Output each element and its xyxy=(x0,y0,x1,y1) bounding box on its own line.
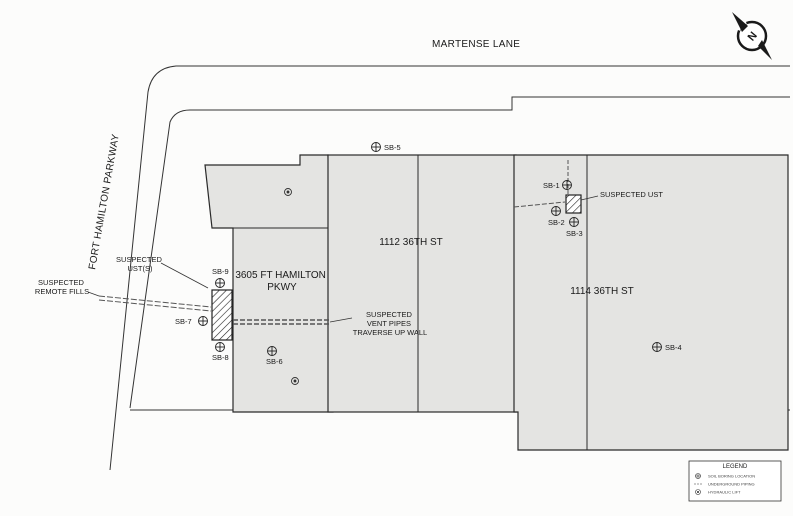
legend-lift-icon xyxy=(695,489,701,495)
soil-boring-icon-sb3 xyxy=(569,217,579,227)
label-sb9: SB-9 xyxy=(212,267,229,276)
annotation-vent-line1: SUSPECTED xyxy=(366,310,412,319)
hydraulic-lifts xyxy=(284,188,299,385)
soil-boring-icon-sb5 xyxy=(371,142,381,152)
boring-labels: SB-5 SB-1 SB-2 SB-3 SB-4 SB-6 SB-7 SB-8 … xyxy=(175,143,682,366)
parcel-3605-line1: 3605 FT HAMILTON xyxy=(235,270,326,281)
leader-lines xyxy=(87,195,599,323)
label-sb7: SB-7 xyxy=(175,317,192,326)
hydraulic-lift-icon xyxy=(284,188,292,196)
label-sb3: SB-3 xyxy=(566,229,583,238)
annotation-remote-fills: SUSPECTED REMOTE FILLS xyxy=(35,278,89,296)
label-sb8: SB-8 xyxy=(212,353,229,362)
annotation-vent-line3: TRAVERSE UP WALL xyxy=(353,328,427,337)
legend-item-piping: UNDERGROUND PIPING xyxy=(708,482,755,487)
parcel-label-1112: 1112 36TH ST xyxy=(379,237,443,248)
building-1114-36th-st xyxy=(513,154,789,451)
soil-boring-icon-sb1 xyxy=(562,180,572,190)
soil-boring-icon-sb7 xyxy=(198,316,208,326)
annotation-suspected-ust: SUSPECTED UST xyxy=(600,190,663,199)
annotation-vent-pipes: SUSPECTED VENT PIPES TRAVERSE UP WALL xyxy=(353,310,427,337)
label-sb1: SB-1 xyxy=(543,181,560,190)
label-sb6: SB-6 xyxy=(266,357,283,366)
legend-title: LEGEND xyxy=(723,464,748,470)
annotation-remote-fills-line1: SUSPECTED xyxy=(38,278,84,287)
soil-boring-icon-sb6 xyxy=(267,346,277,356)
annotation-remote-fills-line2: REMOTE FILLS xyxy=(35,287,89,296)
legend-item-lift: HYDRAULIC LIFT xyxy=(708,490,741,495)
buildings xyxy=(204,154,789,451)
label-sb2: SB-2 xyxy=(548,218,565,227)
suspected-ust-west xyxy=(211,289,233,341)
label-sb4: SB-4 xyxy=(665,343,682,352)
parcel-3605-line2: PKWY xyxy=(267,282,297,293)
annotation-usts-line2: UST(S) xyxy=(128,264,154,273)
soil-boring-icon-sb8 xyxy=(215,342,225,352)
street-name-west: FORT HAMILTON PARKWAY xyxy=(87,133,122,270)
annotation-suspected-usts: SUSPECTED UST(S) xyxy=(116,255,164,273)
underground-piping xyxy=(98,160,569,325)
legend-boring-icon xyxy=(695,473,701,479)
hydraulic-lift-icon xyxy=(291,377,299,385)
suspected-ust-east xyxy=(565,194,582,214)
parcel-label-1114: 1114 36TH ST xyxy=(570,286,634,297)
legend-item-boring: SOIL BORING LOCATION xyxy=(708,474,755,479)
soil-boring-icon-sb2 xyxy=(551,206,561,216)
interior-walls xyxy=(233,155,588,450)
label-sb5: SB-5 xyxy=(384,143,401,152)
legend: LEGEND SOIL BORING LOCATION UNDERGROUND … xyxy=(688,460,782,502)
soil-boring-icon-sb9 xyxy=(215,278,225,288)
building-1112-36th-st xyxy=(327,154,517,413)
soil-borings xyxy=(198,142,662,356)
street-name-north: MARTENSE LANE xyxy=(432,39,520,50)
annotation-vent-line2: VENT PIPES xyxy=(367,319,411,328)
parcel-label-3605: 3605 FT HAMILTON PKWY xyxy=(235,270,328,293)
soil-boring-icon-sb4 xyxy=(652,342,662,352)
annotation-usts-line1: SUSPECTED xyxy=(116,255,162,264)
north-arrow-icon: N xyxy=(732,12,772,60)
